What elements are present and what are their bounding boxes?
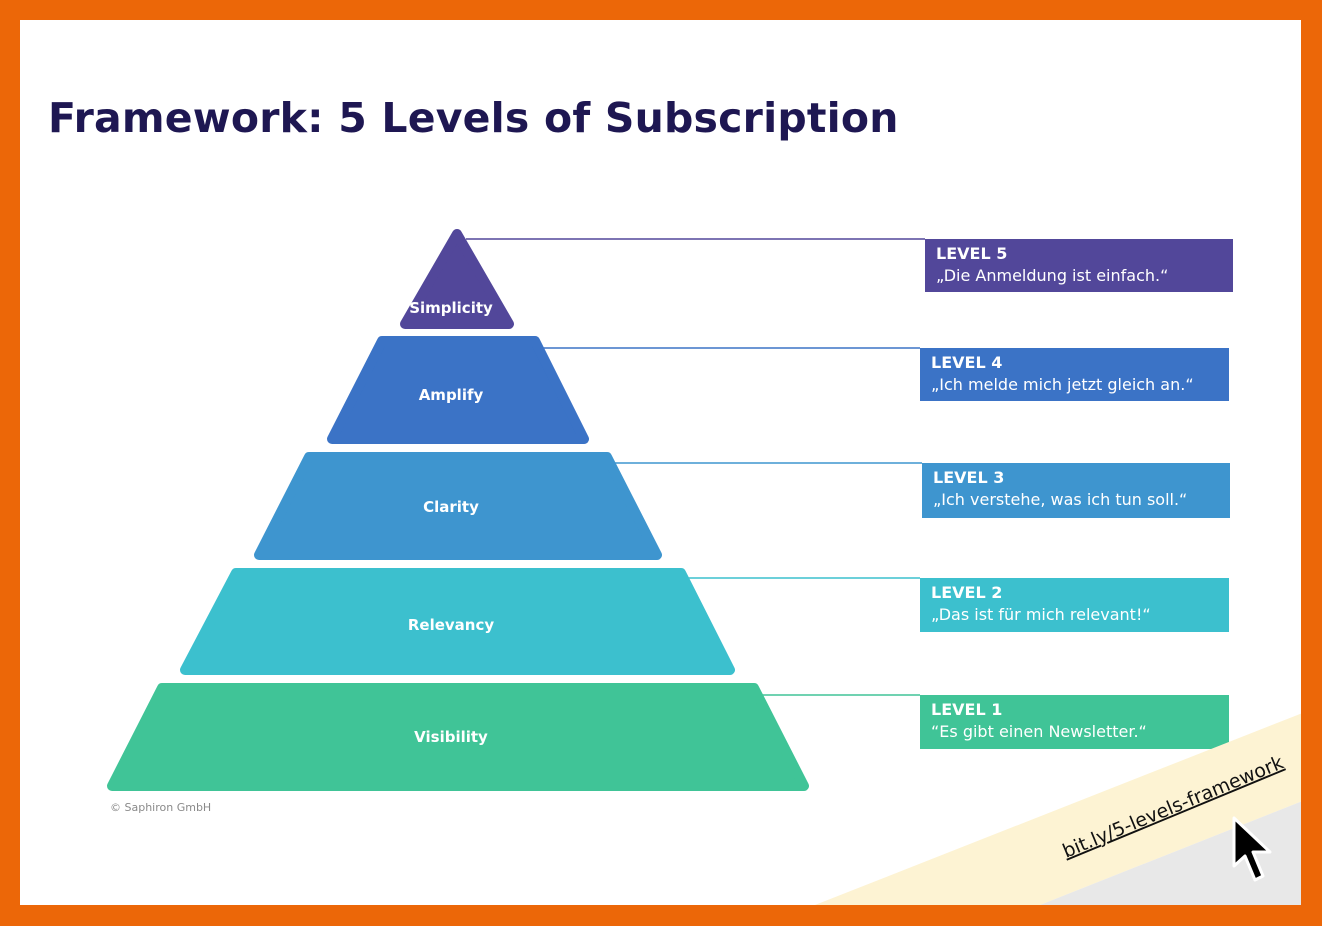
- banner-band: [815, 713, 1301, 905]
- tier-label-visibility: Visibility: [414, 728, 488, 746]
- level-box-1: [920, 695, 1229, 749]
- pyramid-tier-relevancy: [180, 568, 735, 675]
- level-label: LEVEL 4: [931, 353, 1002, 372]
- level-label: LEVEL 2: [931, 583, 1002, 602]
- level-quote: “Es gibt einen Newsletter.“: [931, 722, 1147, 741]
- cursor-arrow-icon: [1232, 816, 1272, 882]
- tier-label-simplicity: Simplicity: [409, 299, 493, 317]
- pyramid-tier-clarity: [254, 452, 662, 560]
- level-label: LEVEL 3: [933, 468, 1004, 487]
- pyramid-tier-simplicity: [400, 229, 514, 329]
- tier-label-amplify: Amplify: [419, 386, 484, 404]
- level-box-4: [920, 348, 1229, 401]
- pyramid-tier-amplify: [327, 336, 589, 444]
- pyramid-diagram: Simplicity LEVEL 5 „Die Anmeldung ist einf…: [107, 229, 1301, 905]
- tier-label-relevancy: Relevancy: [408, 616, 495, 634]
- slide: Framework: 5 Levels of Subscription Simp…: [20, 20, 1301, 905]
- level-quote: „Ich melde mich jetzt gleich an.“: [931, 375, 1194, 394]
- pyramid-tier-visibility: [107, 683, 809, 791]
- level-label: LEVEL 5: [936, 244, 1007, 263]
- level-box-3: [922, 463, 1230, 518]
- level-quote: „Die Anmeldung ist einfach.“: [936, 266, 1168, 285]
- copyright: © Saphiron GmbH: [110, 801, 211, 814]
- level-quote: „Ich verstehe, was ich tun soll.“: [933, 490, 1187, 509]
- level-box-5: [925, 239, 1233, 292]
- banner-shadow: [1040, 801, 1301, 905]
- level-label: LEVEL 1: [931, 700, 1002, 719]
- level-quote: „Das ist für mich relevant!“: [931, 605, 1151, 624]
- level-box-2: [920, 578, 1229, 632]
- tier-label-clarity: Clarity: [423, 498, 479, 516]
- slide-title: Framework: 5 Levels of Subscription: [48, 94, 899, 142]
